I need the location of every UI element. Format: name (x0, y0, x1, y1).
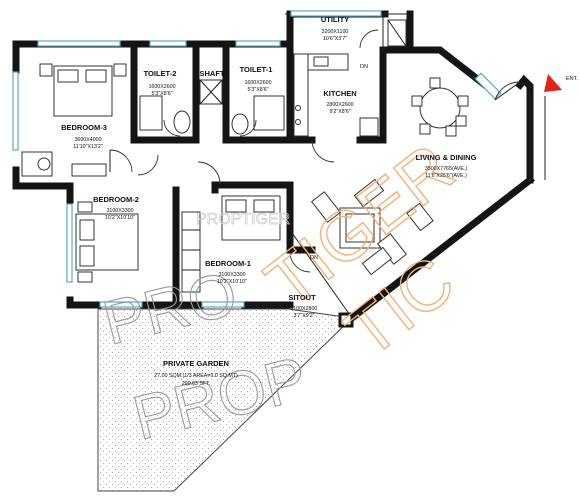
kitchen-dim-ft: 9'2"X8'6" (329, 109, 350, 115)
toilet-1-dim-ft: 5'3"X8'6" (247, 87, 268, 93)
utility-name: UTILITY (321, 15, 349, 24)
dining-table (411, 77, 469, 137)
watermark: PRO PROP TIGER TIC PROPTIGER (96, 128, 469, 454)
shaft-box (199, 79, 223, 105)
toilet-2-fixtures (139, 95, 191, 134)
windows (12, 10, 502, 308)
toilet-1-dim-mm: 1600X2600 (244, 80, 271, 86)
room-label-sitout: SITOUT 1100X2800 3'7"X9'2" (288, 293, 317, 319)
bedroom-3-wardrobe (71, 163, 107, 177)
room-label-toilet-1: TOILET-1 1600X2600 5'3"X8'6" (240, 65, 273, 93)
sitout-dn-label: DN (310, 255, 318, 261)
toilet-2-name: TOILET-2 (144, 69, 177, 78)
room-label-private-garden: PRIVATE GARDEN 27.00 SQM.(1/3 AREA=9.0 S… (154, 359, 238, 387)
kitchen-dim-mm: 2800X2600 (326, 102, 353, 108)
bedroom-1-name: BEDROOM-1 (205, 259, 251, 268)
shaft-name: SHAFT (200, 69, 225, 78)
bedroom-2-name: BEDROOM-2 (93, 195, 139, 204)
private-garden-area (97, 308, 354, 492)
sitout-name: SITOUT (288, 293, 316, 302)
living-dining-name: LIVING & DINING (416, 153, 477, 162)
kitchen-name: KITCHEN (323, 89, 356, 98)
bedroom-3-name: BEDROOM-3 (61, 123, 107, 132)
toilet-2-dim-mm: 1600X2600 (148, 84, 175, 90)
toilet-1-fixtures (231, 95, 285, 135)
room-label-bedroom-3: BEDROOM-3 3600X4000 11'10"X13'2" (61, 123, 107, 150)
entrance-arrow-icon (544, 74, 562, 92)
room-label-bedroom-1: BEDROOM-1 3100X3300 10'2"X10'10" (205, 259, 251, 285)
bedroom-3-dim-ft: 11'10"X13'2" (73, 144, 103, 150)
private-garden-area-sft: 290.63 SFT. (182, 381, 211, 387)
bedroom-1-dim-mm: 3100X3300 (218, 272, 245, 278)
private-garden-name: PRIVATE GARDEN (163, 359, 229, 368)
bedroom-1-dim-ft: 10'2"X10'10" (217, 279, 247, 285)
bedroom-2-dim-ft: 10'2"X10'10" (105, 215, 135, 221)
entrance-label: ENT. (566, 76, 578, 82)
bedroom-1-bed (221, 195, 281, 241)
kitchen-counter (293, 53, 379, 137)
utility-dim-mm: 3200X1100 (322, 29, 349, 35)
bedroom-2-bed (75, 201, 139, 283)
doors (109, 29, 521, 273)
living-dining-dim-mm: 3500X7765(AVE.) (425, 166, 468, 172)
toilet-2-dim-ft: 5'3"X8'6" (151, 91, 172, 97)
bedroom-3-desk (21, 151, 53, 177)
room-label-utility: UTILITY 3200X1100 10'6"X3'7" (321, 15, 349, 42)
bedroom-2-dim-mm: 3100X3300 (106, 208, 133, 214)
private-garden-area-sqm: 27.00 SQM.(1/3 AREA=9.0 SQ.MT) (154, 373, 238, 379)
kitchen-dn-label: DN (360, 64, 368, 70)
living-sofa-set (310, 178, 434, 276)
sitout-dim-ft: 3'7"X9'2" (293, 313, 314, 319)
toilet-1-name: TOILET-1 (240, 65, 273, 74)
living-dining-dim-ft: 11'6"X25'6"(AVE.) (425, 173, 467, 179)
room-label-toilet-2: TOILET-2 1600X2600 5'3"X8'6" (144, 69, 177, 97)
bedroom-3-bed (39, 63, 127, 117)
sitout-dim-mm: 1100X2800 (291, 306, 318, 312)
wardrobes (181, 211, 201, 293)
utility-dim-ft: 10'6"X3'7" (323, 36, 347, 42)
utility-sink (387, 19, 407, 47)
watermark-small: PROPTIGER (196, 211, 290, 228)
room-label-bedroom-2: BEDROOM-2 3100X3300 10'2"X10'10" (93, 195, 139, 221)
bedroom-3-dim-mm: 3600X4000 (74, 137, 101, 143)
room-label-living-dining: LIVING & DINING 3500X7765(AVE.) 11'6"X25… (416, 153, 477, 179)
room-label-kitchen: KITCHEN 2800X2600 9'2"X8'6" (323, 89, 356, 115)
